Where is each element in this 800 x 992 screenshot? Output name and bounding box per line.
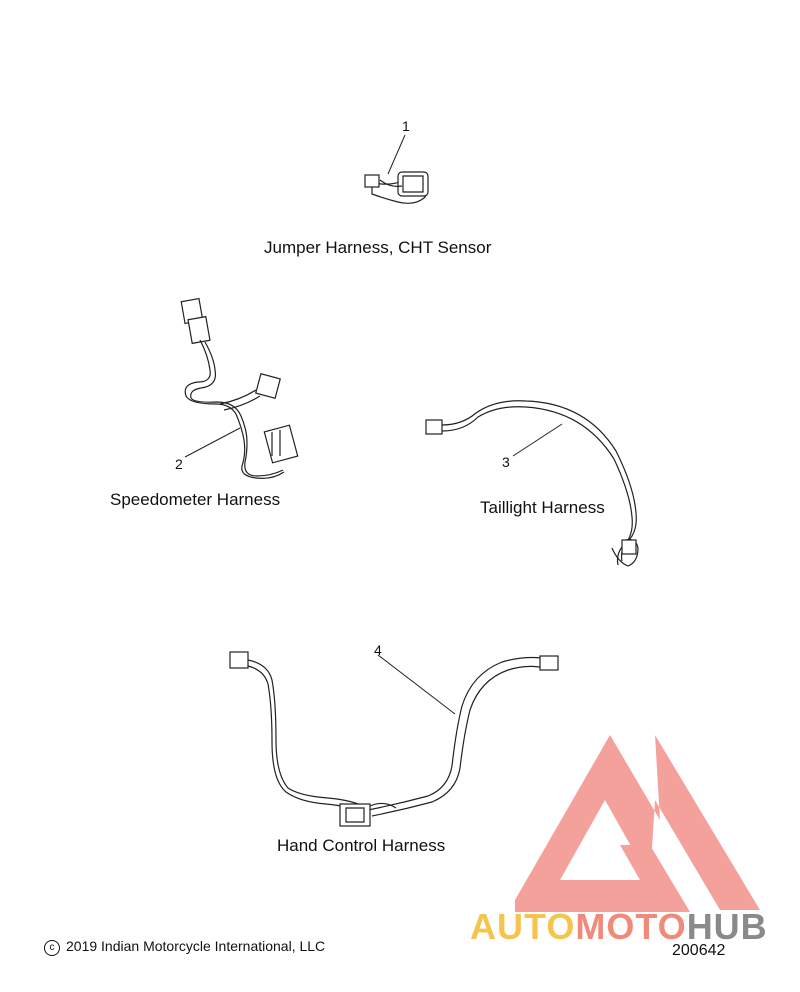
part-4-hand-control-harness-drawing [229, 651, 559, 827]
watermark-logo-text: AUTOMOTOHUB [470, 906, 768, 948]
watermark-hub-text: HUB [686, 906, 768, 947]
part-4-label: Hand Control Harness [277, 836, 446, 855]
watermark-moto-text: MOTO [575, 906, 687, 947]
drawing-number: 200642 [672, 942, 726, 959]
watermark-logo-triangle [515, 735, 760, 912]
part-3-label: Taillight Harness [480, 498, 605, 517]
copyright-icon: c [44, 940, 60, 956]
part-4-callout-number: 4 [374, 642, 382, 658]
part-1-jumper-harness-drawing [364, 134, 429, 204]
watermark-auto-text: AUTO [470, 906, 576, 947]
part-1-callout-number: 1 [402, 118, 410, 134]
part-2-callout-number: 2 [175, 456, 183, 472]
part-1-label: Jumper Harness, CHT Sensor [264, 238, 492, 257]
copyright-text: 2019 Indian Motorcycle International, LL… [66, 938, 326, 954]
part-2-label: Speedometer Harness [110, 490, 281, 509]
part-3-taillight-harness-drawing [425, 400, 639, 567]
part-3-callout-number: 3 [502, 454, 510, 470]
part-2-speedometer-harness-drawing [180, 297, 299, 479]
copyright-notice: c 2019 Indian Motorcycle International, L… [44, 938, 325, 956]
